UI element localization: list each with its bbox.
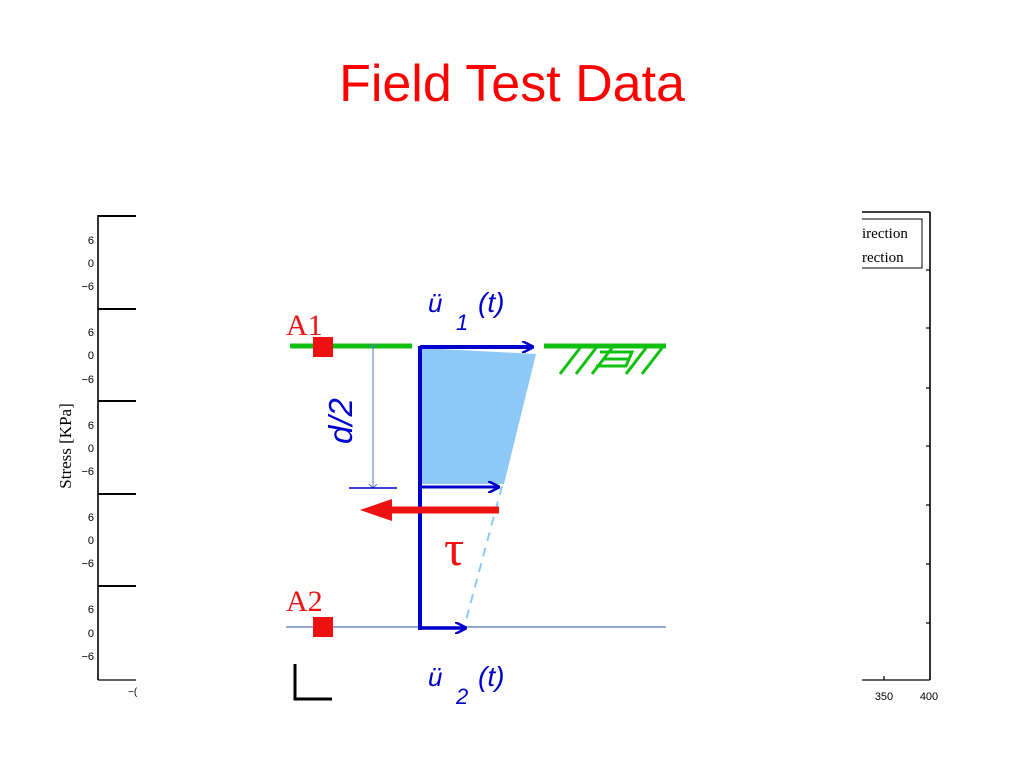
acceleration-bottom-label: ü 2 (t) <box>428 661 504 709</box>
panel-tick-label: −6 <box>81 374 94 386</box>
panel-tick-label: 0 <box>88 535 94 547</box>
slide-title: Field Test Data <box>339 55 685 113</box>
corner-bracket <box>293 664 332 701</box>
right-plot-x-tick: 350 <box>875 691 893 703</box>
shear-diagram: A1 A2 d/2 τ ü 1 (t) ü 2 (t) <box>286 287 666 709</box>
panel-tick-label: 6 <box>88 604 94 616</box>
left-plot-ylabel: Stress [KPa] <box>56 403 75 488</box>
panel-tick-label: −6 <box>81 558 94 570</box>
panel-tick-label: 6 <box>88 327 94 339</box>
acceleration-top-symbol: ü <box>428 288 442 318</box>
left-plot-x-tick: −( <box>128 687 138 698</box>
shear-arrow-head <box>360 499 392 521</box>
point-a1-marker <box>313 337 333 357</box>
point-a2-label: A2 <box>286 585 323 618</box>
right-plot: irection rection 350 400 <box>862 211 938 703</box>
ground-hatch-icon <box>558 347 664 375</box>
acceleration-bottom-index: 2 <box>455 684 468 709</box>
acceleration-bottom-arg: (t) <box>478 661 504 692</box>
panel-tick-label: 0 <box>88 258 94 270</box>
panel-tick-label: −6 <box>81 281 94 293</box>
acceleration-top-index: 1 <box>456 310 468 335</box>
legend-entry: rection <box>862 250 904 266</box>
acceleration-bottom-symbol: ü <box>428 662 442 692</box>
point-a1-label: A1 <box>286 309 323 342</box>
panel-tick-label: 6 <box>88 512 94 524</box>
panel-tick-label: 6 <box>88 235 94 247</box>
depth-label: d/2 <box>322 398 359 444</box>
shear-stress-label: τ <box>444 520 464 576</box>
left-stress-plot: 6 0 −6 6 0 −6 6 0 −6 6 0 −6 6 0 −6 Stres… <box>56 215 138 698</box>
acceleration-profile-fill <box>420 348 536 484</box>
panel-tick-label: −6 <box>81 651 94 663</box>
point-a2-marker <box>313 617 333 637</box>
acceleration-top-label: ü 1 (t) <box>428 287 504 335</box>
panel-tick-label: 6 <box>88 420 94 432</box>
panel-tick-label: 0 <box>88 443 94 455</box>
panel-tick-label: 0 <box>88 628 94 640</box>
panel-tick-label: −6 <box>81 466 94 478</box>
acceleration-top-arg: (t) <box>478 287 504 318</box>
panel-tick-label: 0 <box>88 350 94 362</box>
right-plot-x-tick: 400 <box>920 691 938 703</box>
legend-box: irection rection <box>862 218 923 269</box>
legend-entry: irection <box>862 226 908 242</box>
